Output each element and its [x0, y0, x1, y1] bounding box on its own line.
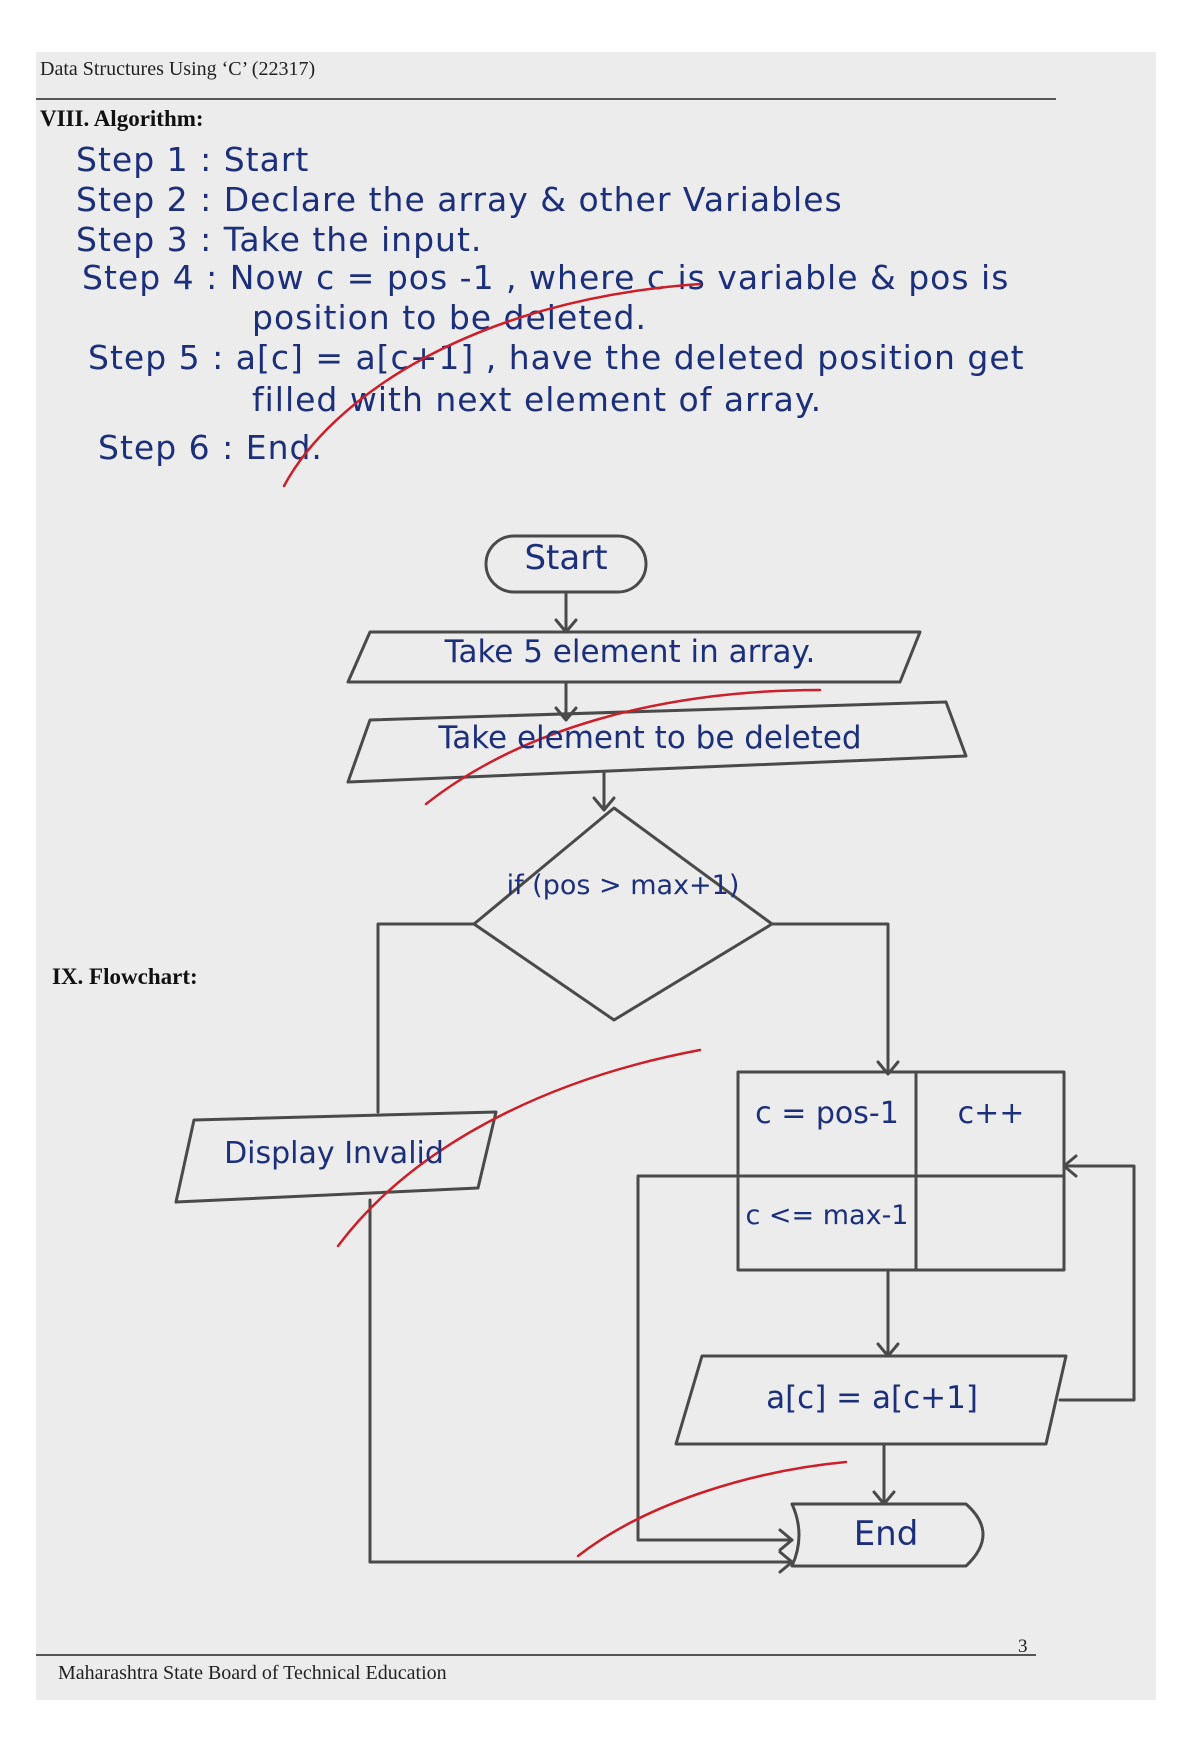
invalid-label: Display Invalid	[224, 1136, 444, 1171]
loop-init-label: c = pos-1	[755, 1096, 899, 1131]
end-terminator	[790, 1502, 985, 1568]
algo-step-1: Step 1 : Start	[76, 140, 310, 179]
page-header: Data Structures Using ‘C’ (22317)	[40, 58, 316, 80]
input2-label: Take element to be deleted	[438, 720, 862, 756]
loop-back-line	[1058, 1164, 1136, 1402]
algo-step-4: Step 4 : Now c = pos -1 , where c is var…	[82, 258, 1010, 297]
branch-invalid-line	[376, 922, 476, 1114]
input2-parallelogram	[346, 700, 968, 784]
loop-exit-line	[636, 1174, 794, 1542]
loop-box	[736, 1070, 1066, 1272]
algo-step-5-cont: filled with next element of array.	[252, 380, 823, 419]
algo-step-2: Step 2 : Declare the array & other Varia…	[76, 180, 843, 219]
invalid-parallelogram	[174, 1110, 498, 1204]
algo-step-4-cont: position to be deleted.	[252, 298, 647, 337]
input1-parallelogram	[346, 630, 922, 684]
decision-diamond	[472, 806, 774, 1022]
assign-label: a[c] = a[c+1]	[766, 1380, 978, 1416]
header-rule	[36, 98, 1056, 100]
paper-sheet	[36, 52, 1156, 1700]
check-mark-end	[576, 1460, 848, 1558]
check-mark-invalid	[336, 1048, 702, 1248]
algorithm-heading: VIII. Algorithm:	[40, 106, 204, 131]
assign-parallelogram	[674, 1354, 1068, 1446]
page-number: 3	[1018, 1636, 1028, 1657]
algo-step-5: Step 5 : a[c] = a[c+1] , have the delete…	[88, 338, 1025, 377]
flowchart-heading: IX. Flowchart:	[52, 964, 198, 989]
algo-step-3: Step 3 : Take the input.	[76, 220, 483, 259]
footer-board: Maharashtra State Board of Technical Edu…	[58, 1662, 447, 1684]
start-label: Start	[524, 538, 608, 578]
branch-loop-line	[770, 922, 890, 1074]
loop-incr-label: c++	[957, 1096, 1025, 1131]
decision-label: if (pos > max+1)	[506, 870, 740, 901]
check-mark-algorithm	[282, 282, 702, 488]
footer-rule	[36, 1654, 1036, 1656]
algo-step-6: Step 6 : End.	[98, 428, 323, 467]
end-label: End	[853, 1514, 919, 1554]
check-mark-input	[424, 688, 822, 806]
loop-cond-label: c <= max-1	[745, 1200, 909, 1231]
input1-label: Take 5 element in array.	[444, 634, 816, 670]
